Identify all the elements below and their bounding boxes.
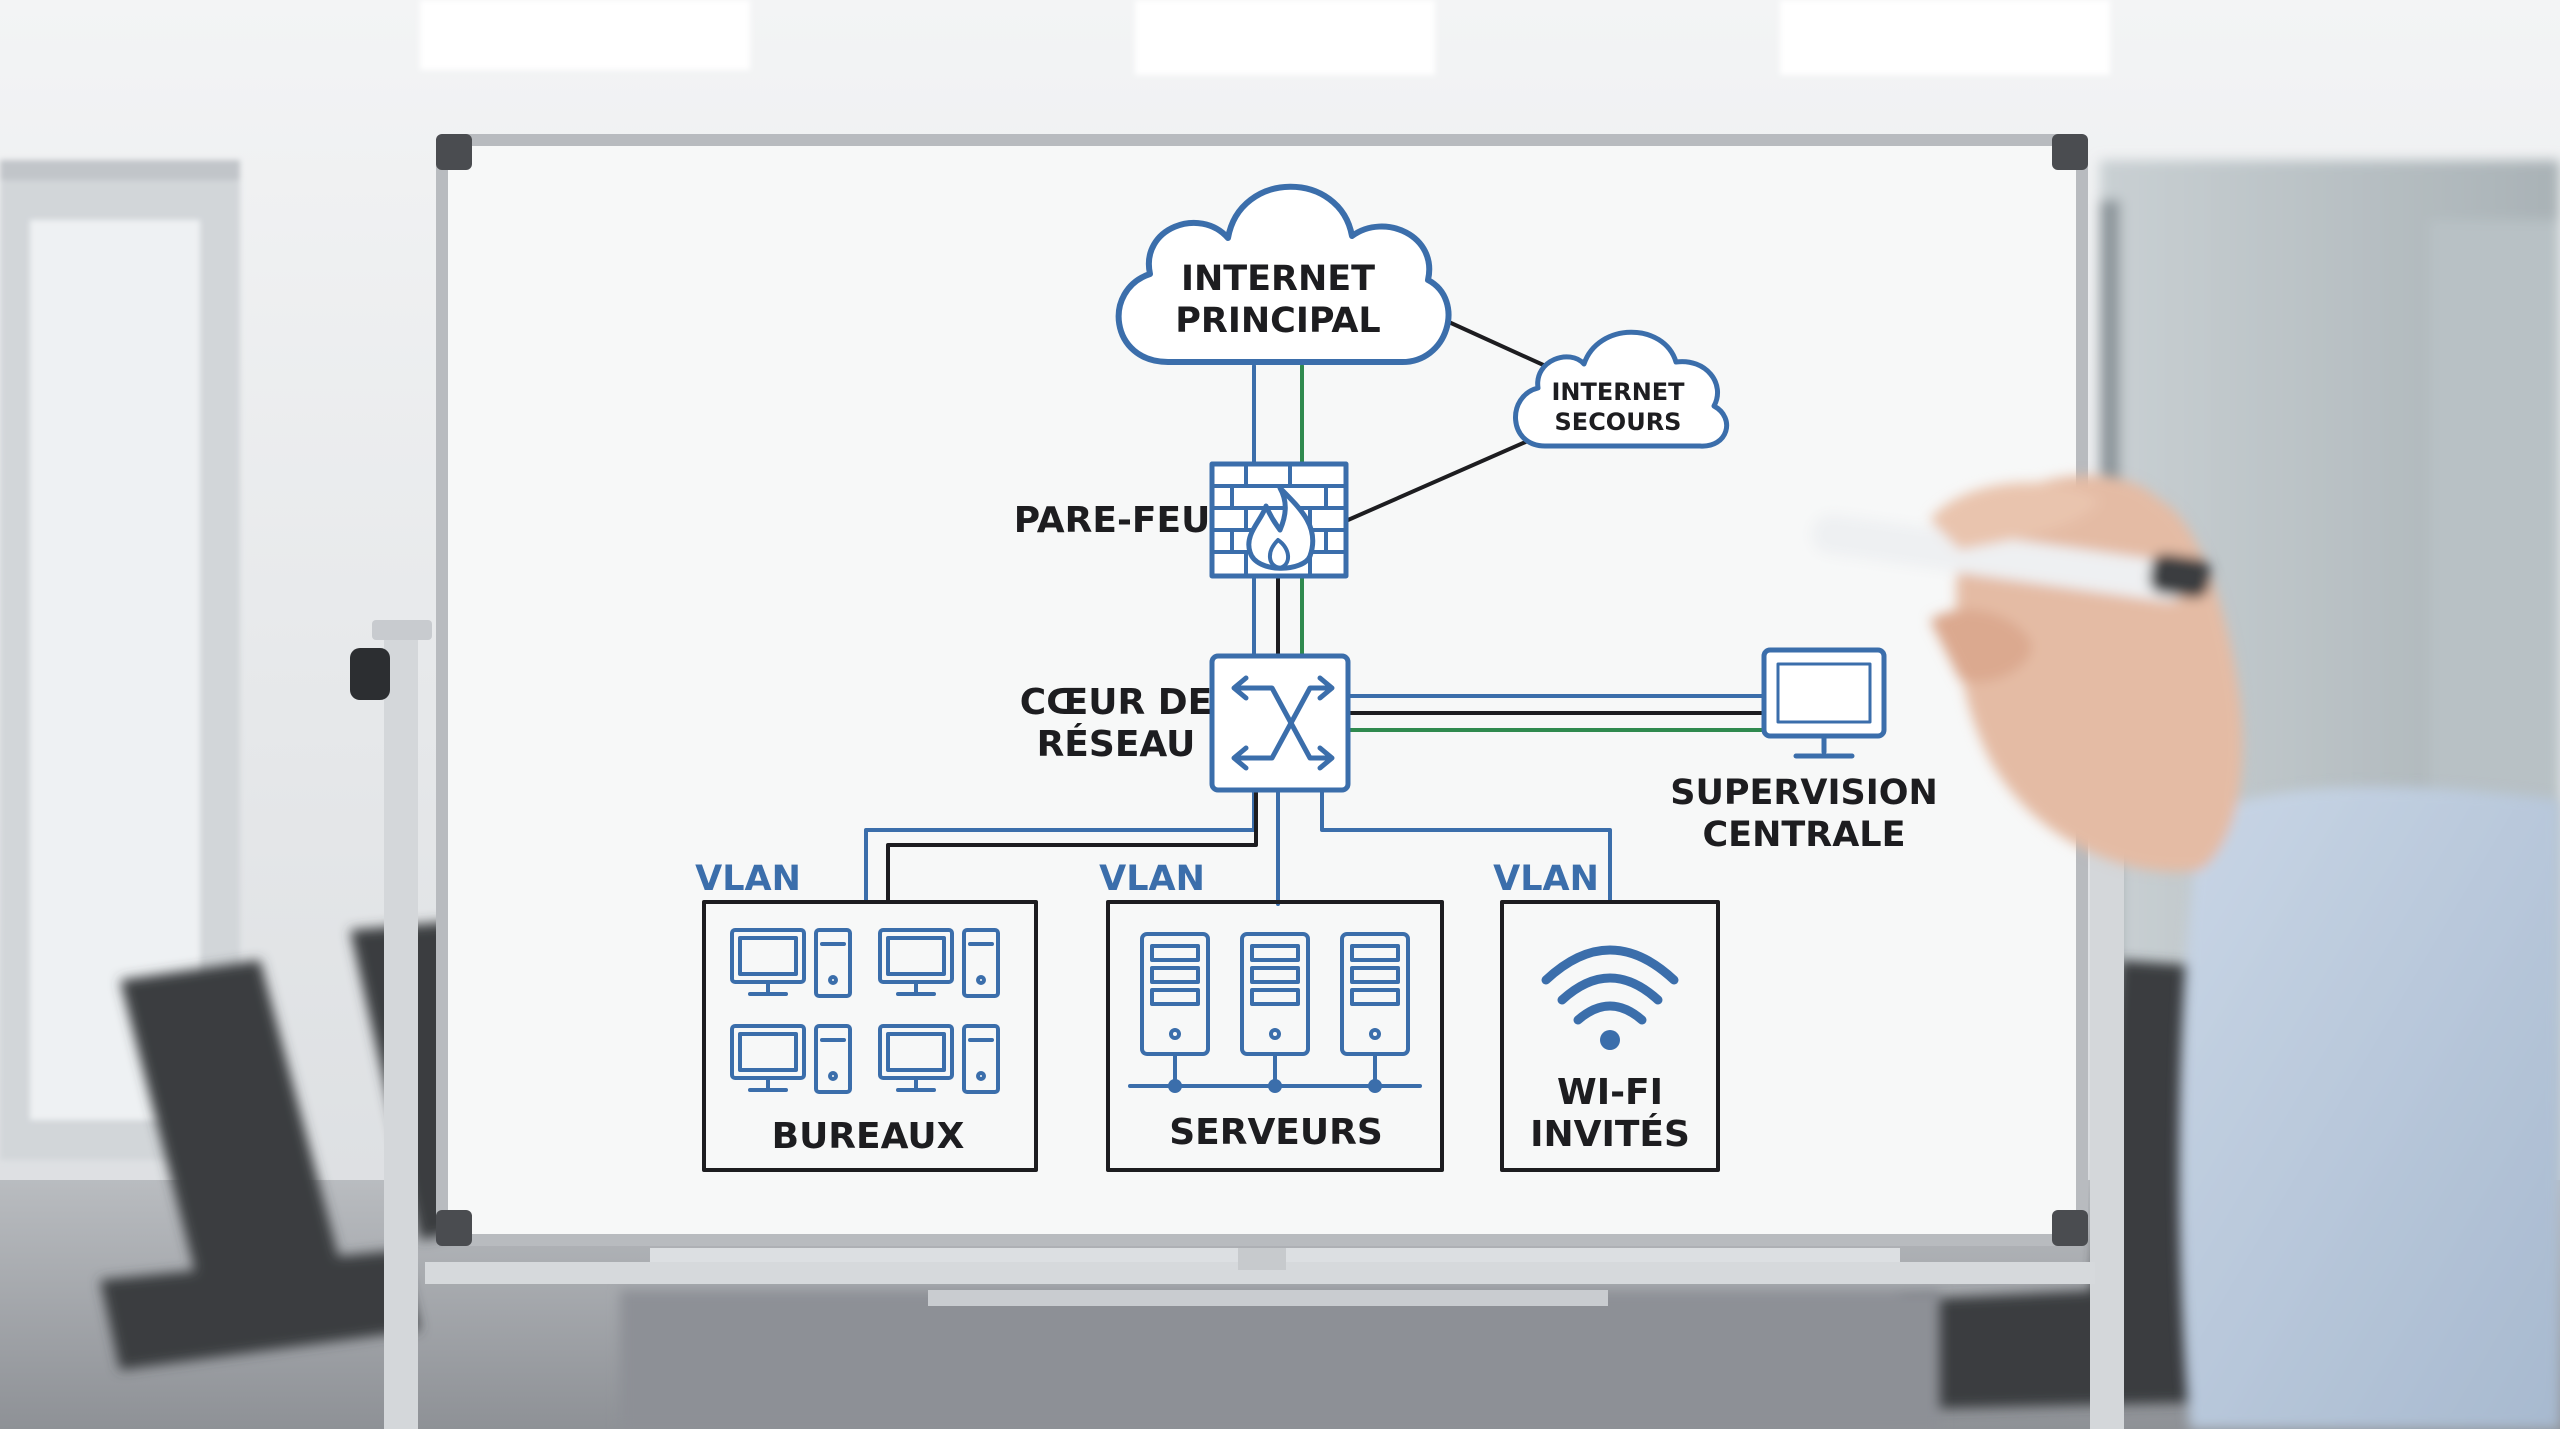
core-line1: CŒUR DE	[1020, 682, 1212, 723]
cloud-main-line1: INTERNET	[1181, 259, 1375, 299]
left-window	[0, 160, 240, 1160]
vlan-wifi-line2: INVITÉS	[1530, 1113, 1690, 1155]
cloud-backup-line2: SECOURS	[1555, 408, 1682, 436]
vlan-bureaux-label: BUREAUX	[772, 1116, 965, 1157]
switch-icon	[1209, 653, 1351, 793]
connections	[864, 316, 1766, 906]
vlan-tag-serveurs: VLAN	[1099, 859, 1205, 899]
vlan-serveurs-label: SERVEURS	[1169, 1112, 1383, 1153]
vlan-bureaux: BUREAUX	[702, 900, 1038, 1172]
workstations-icon	[730, 928, 1000, 1094]
wifi-icon	[1541, 945, 1679, 1025]
vlan-tag-wifi: VLAN	[1493, 859, 1599, 899]
ceiling-lights	[420, 0, 2110, 75]
monitor-icon	[1761, 647, 1887, 759]
network-diagram: INTERNET PRINCIPAL INTERNET SECOURS	[695, 183, 1938, 1172]
firewall-icon	[1209, 461, 1349, 579]
supervision-line2: CENTRALE	[1702, 815, 1905, 855]
cloud-internet-principal: INTERNET PRINCIPAL	[1115, 183, 1452, 366]
supervision-line1: SUPERVISION	[1670, 773, 1938, 813]
core-line2: RÉSEAU	[1037, 723, 1196, 765]
vlan-serveurs: SERVEURS	[1106, 900, 1444, 1172]
hand-with-marker	[1811, 475, 2560, 1429]
stand-knob	[350, 648, 390, 700]
cloud-backup-line1: INTERNET	[1551, 378, 1685, 406]
vlan-tag-bureaux: VLAN	[695, 859, 801, 899]
firewall-label: PARE-FEU	[1014, 500, 1211, 541]
vlan-wifi: WI-FI INVITÉS	[1500, 900, 1720, 1172]
cloud-main-line2: PRINCIPAL	[1175, 301, 1380, 341]
vlan-wifi-line1: WI-FI	[1557, 1072, 1663, 1113]
cloud-internet-secours: INTERNET SECOURS	[1513, 329, 1730, 449]
